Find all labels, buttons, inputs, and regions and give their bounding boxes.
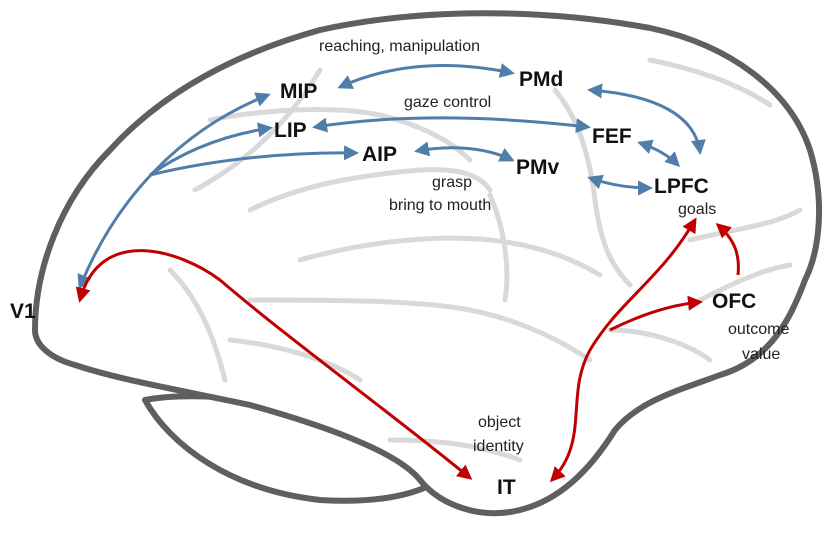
ventral-stream-arrows xyxy=(75,217,740,483)
region-lpfc: LPFC xyxy=(654,175,709,198)
region-it: IT xyxy=(497,476,516,499)
region-pmd: PMd xyxy=(519,68,563,91)
region-lip: LIP xyxy=(274,119,307,142)
brain-outline xyxy=(32,10,823,517)
arrow-it-lpfc xyxy=(549,217,697,483)
dorsal-stream-arrows xyxy=(77,63,706,290)
region-ofc: OFC xyxy=(712,290,756,313)
arrow-pmd-lpfc xyxy=(587,83,706,155)
region-pmv: PMv xyxy=(516,156,560,179)
arrow-it-ofc xyxy=(609,295,703,332)
label-outcome: outcome xyxy=(728,321,789,338)
label-object: object xyxy=(478,414,521,431)
region-aip: AIP xyxy=(362,143,397,166)
label-identity: identity xyxy=(473,438,524,455)
label-goals: goals xyxy=(678,201,716,218)
label-value: value xyxy=(742,346,780,363)
label-bring-to-mouth: bring to mouth xyxy=(389,197,491,214)
arrow-mip-pmd xyxy=(337,63,515,89)
arrow-v1-lip xyxy=(149,122,273,177)
arrow-lip-fef xyxy=(312,116,591,134)
label-reaching-manipulation: reaching, manipulation xyxy=(319,38,480,55)
region-v1: V1 xyxy=(10,300,36,323)
arrow-ofc-lpfc xyxy=(715,223,740,276)
arrow-v1-it xyxy=(75,249,473,480)
arrow-aip-pmv xyxy=(414,141,515,162)
label-grasp: grasp xyxy=(432,174,472,191)
label-gaze-control: gaze control xyxy=(404,94,491,111)
arrow-pmv-lpfc xyxy=(587,174,653,196)
arrow-fef-lpfc xyxy=(637,139,681,168)
region-fef: FEF xyxy=(592,125,632,148)
region-mip: MIP xyxy=(280,80,317,103)
arrow-v1-aip xyxy=(149,145,359,177)
